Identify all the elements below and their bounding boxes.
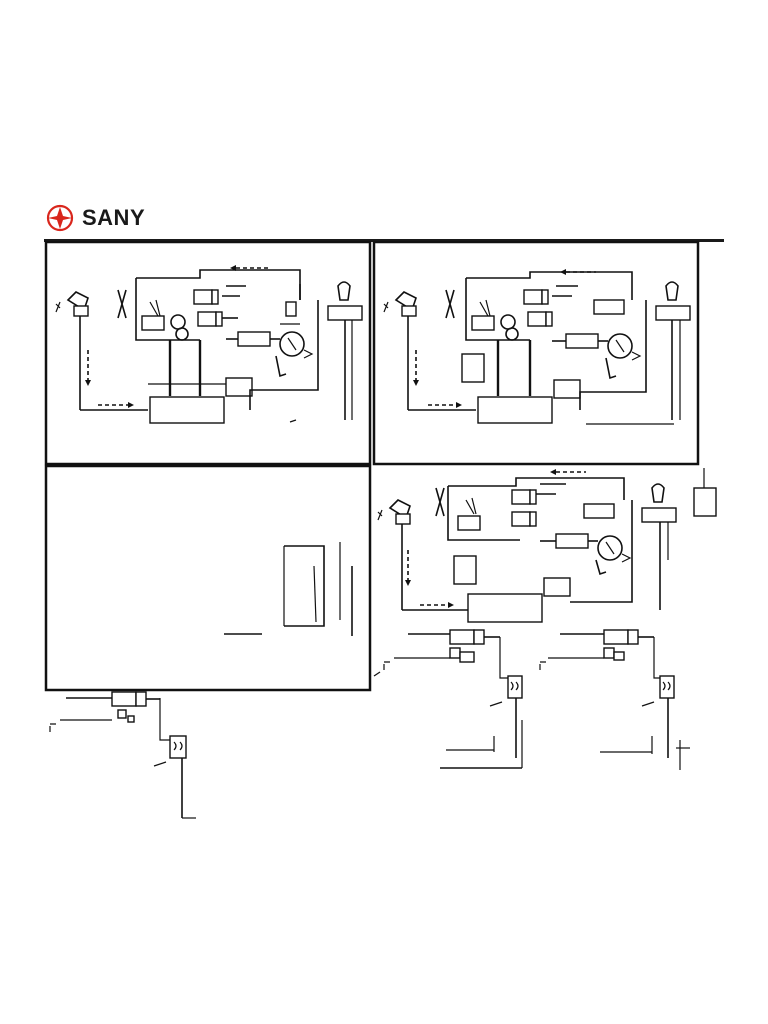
motor-icon [597,535,623,561]
cylinder-icon [565,333,599,349]
circuit-top-left [55,265,363,424]
sany-logo-icon [46,204,74,232]
header-rule [44,239,724,242]
controller-box [149,396,225,424]
circuit-bottom-right [377,468,717,770]
cylinder-icon [237,331,271,347]
fan-icon [117,289,127,319]
fan-icon [435,487,445,517]
controller-box [477,396,553,424]
brand-name: SANY [82,205,146,230]
panel-top-left [44,240,372,466]
brand-logo: SANY [44,204,145,232]
pedal-icon [651,483,665,503]
controller-box [467,593,543,623]
panel-bottom-left [44,464,372,692]
stray-mark [373,671,381,677]
cylinder-icon [555,533,589,549]
panel-top-right [372,240,700,466]
side-box [693,487,717,517]
fan-icon [445,289,455,319]
motor-icon [279,331,305,357]
valve-group-lower-left [49,691,196,819]
motor-icon [607,333,633,359]
circuit-top-right [383,269,691,425]
pedal-icon [337,281,351,301]
circuit-bottom-left [224,542,353,636]
pedal-icon [665,281,679,301]
